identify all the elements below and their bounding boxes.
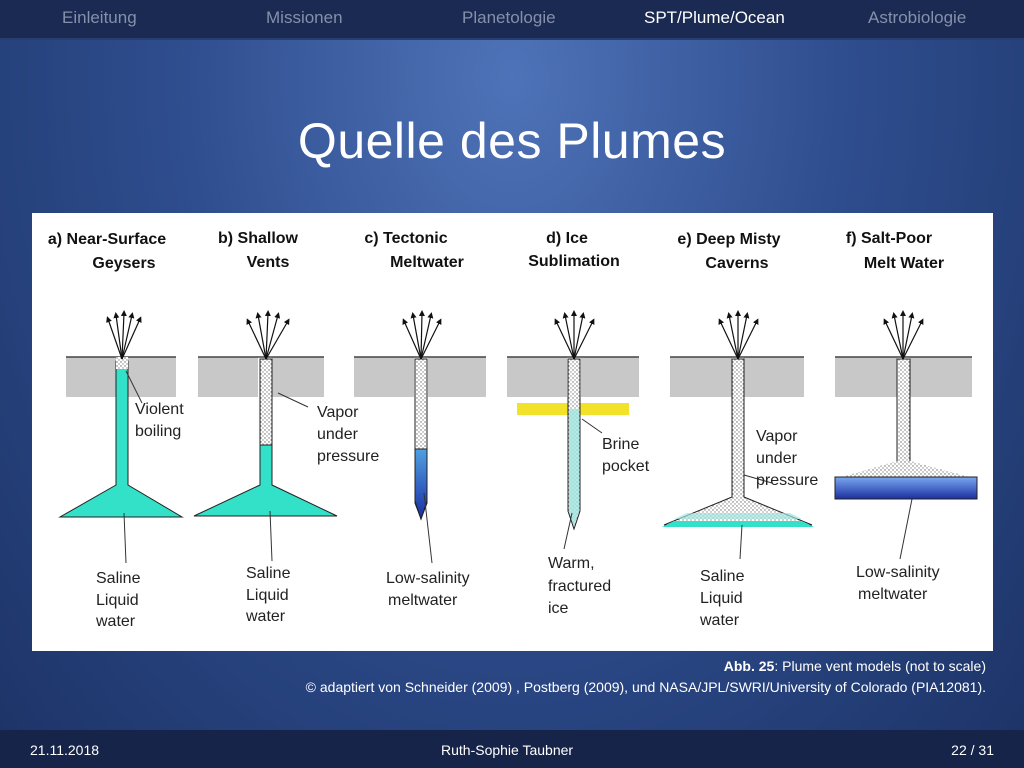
panel-e-deep-caverns-diagram: Vapor under pressure Saline Liquid water bbox=[662, 310, 818, 629]
panel-e-heading-line2: Caverns bbox=[705, 255, 768, 272]
panel-a-geyser-diagram: Violent boiling Saline Liquid water bbox=[58, 310, 184, 630]
label-saline-line2: Liquid bbox=[700, 590, 743, 607]
label-warm-line1: Warm, bbox=[548, 555, 595, 572]
slide-footer: 21.11.2018 Ruth-Sophie Taubner 22 / 31 bbox=[0, 730, 1024, 768]
label-saline-line1: Saline bbox=[246, 565, 291, 582]
label-vapor-line3: pressure bbox=[756, 472, 818, 489]
caption-abb-label: Abb. 25 bbox=[723, 658, 775, 674]
ice-surface bbox=[66, 357, 120, 397]
slide-title: Quelle des Plumes bbox=[297, 113, 727, 169]
panel-d-heading-line2: Sublimation bbox=[528, 253, 620, 270]
label-saline-line1: Saline bbox=[96, 570, 141, 587]
plume-arrows bbox=[883, 310, 924, 360]
nav-item-astrobiologie[interactable]: Astrobiologie bbox=[868, 8, 967, 27]
label-saline-line3: water bbox=[245, 608, 286, 625]
label-violent-boiling-line1: Violent bbox=[135, 401, 184, 418]
panel-d-ice-sublimation-diagram: Brine pocket Warm, fractured ice bbox=[507, 310, 650, 617]
label-saline-line2: Liquid bbox=[96, 592, 139, 609]
label-vapor-line1: Vapor bbox=[317, 404, 359, 421]
plume-arrows bbox=[106, 310, 142, 360]
caption-abb-text: : Plume vent models (not to scale) bbox=[774, 658, 986, 674]
footer-page-number: 22 / 31 bbox=[951, 742, 994, 758]
figure-caption: Abb. 25: Plume vent models (not to scale… bbox=[306, 656, 986, 698]
label-low-salinity-line1: Low-salinity bbox=[386, 570, 470, 587]
panel-b-heading-line1: b) Shallow bbox=[218, 230, 299, 247]
label-low-salinity-line2: meltwater bbox=[388, 592, 458, 609]
nav-item-spt-plume-ocean[interactable]: SPT/Plume/Ocean bbox=[644, 8, 785, 27]
panel-e-heading-line1: e) Deep Misty bbox=[677, 231, 780, 248]
nav-item-planetologie[interactable]: Planetologie bbox=[462, 8, 556, 27]
label-low-salinity-line2: meltwater bbox=[858, 586, 928, 603]
meltwater-pool bbox=[834, 476, 978, 500]
panel-f-salt-poor-meltwater-diagram: Low-salinity meltwater bbox=[834, 310, 978, 603]
panel-a-heading-line2: Geysers bbox=[92, 255, 155, 272]
plume-arrows bbox=[246, 310, 290, 360]
panel-b-shallow-vent-diagram: Vapor under pressure Saline Liquid water bbox=[193, 310, 379, 625]
panel-headings: a) Near-Surface Geysers b) Shallow Vents… bbox=[48, 230, 944, 272]
panel-d-heading-line1: d) Ice bbox=[546, 230, 588, 247]
label-brine-line2: pocket bbox=[602, 458, 650, 475]
plume-vent-models-figure: a) Near-Surface Geysers b) Shallow Vents… bbox=[32, 213, 993, 651]
label-saline-line3: water bbox=[95, 613, 136, 630]
label-vapor-line3: pressure bbox=[317, 448, 379, 465]
panel-c-heading-line1: c) Tectonic bbox=[364, 230, 447, 247]
footer-date: 21.11.2018 bbox=[30, 742, 100, 758]
label-violent-boiling-line2: boiling bbox=[135, 423, 181, 440]
panel-f-heading-line1: f) Salt-Poor bbox=[846, 230, 932, 247]
footer-author: Ruth-Sophie Taubner bbox=[441, 742, 574, 758]
plume-arrows bbox=[718, 310, 759, 360]
label-warm-line2: fractured bbox=[548, 578, 611, 595]
nav-item-missionen[interactable]: Missionen bbox=[266, 8, 343, 27]
label-warm-line3: ice bbox=[548, 600, 569, 617]
label-vapor-line2: under bbox=[317, 426, 359, 443]
panel-f-heading-line2: Melt Water bbox=[864, 255, 944, 272]
label-vapor-line2: under bbox=[756, 450, 798, 467]
label-vapor-line1: Vapor bbox=[756, 428, 798, 445]
caption-credit: © adaptiert von Schneider (2009) , Postb… bbox=[305, 679, 986, 695]
label-saline-line1: Saline bbox=[700, 568, 745, 585]
panel-b-heading-line2: Vents bbox=[247, 254, 290, 271]
label-brine-line1: Brine bbox=[602, 436, 639, 453]
panel-a-heading-line1: a) Near-Surface bbox=[48, 231, 166, 248]
nav-item-einleitung[interactable]: Einleitung bbox=[62, 8, 137, 27]
panel-c-heading-line2: Meltwater bbox=[390, 254, 464, 271]
top-navigation: Einleitung Missionen Planetologie SPT/Pl… bbox=[0, 0, 1024, 40]
plume-arrows bbox=[402, 310, 442, 360]
caption-line1: Abb. 25: Plume vent models (not to scale… bbox=[306, 656, 986, 677]
ice-surface bbox=[128, 357, 176, 397]
panel-c-tectonic-meltwater-diagram: Low-salinity meltwater bbox=[354, 310, 486, 609]
label-low-salinity-line1: Low-salinity bbox=[856, 564, 940, 581]
label-saline-line2: Liquid bbox=[246, 587, 289, 604]
plume-arrows bbox=[554, 310, 595, 360]
figure-svg: a) Near-Surface Geysers b) Shallow Vents… bbox=[48, 230, 978, 630]
label-saline-line3: water bbox=[699, 612, 740, 629]
